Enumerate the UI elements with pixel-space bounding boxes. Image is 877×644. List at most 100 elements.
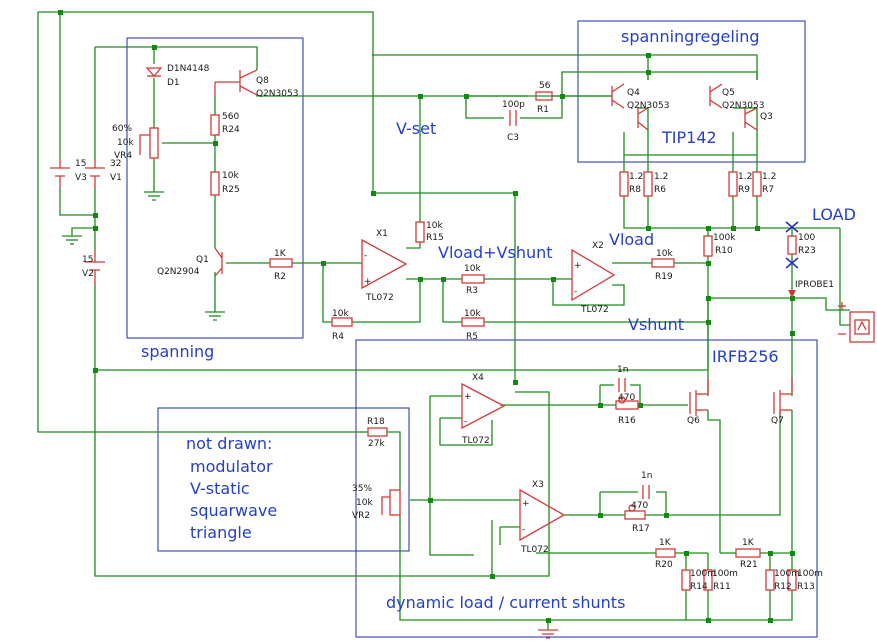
x2-pin-minus: - bbox=[574, 287, 577, 297]
transistor-q1 bbox=[214, 247, 223, 277]
ground-left bbox=[62, 235, 82, 245]
ground-q1 bbox=[205, 311, 225, 321]
label-r7-val: 1.2 bbox=[762, 172, 776, 182]
label-r18: R18 bbox=[367, 417, 385, 427]
label-r14: R14 bbox=[690, 582, 708, 592]
label-r19: R19 bbox=[655, 272, 673, 282]
resistor-r1 bbox=[535, 91, 553, 101]
label-r5: R5 bbox=[466, 332, 478, 342]
mosfet-q7 bbox=[773, 378, 793, 416]
label-r6: R6 bbox=[654, 185, 666, 195]
label-q8-part: Q2N3053 bbox=[256, 89, 298, 99]
x4-pin-minus: - bbox=[464, 417, 467, 427]
label-r1-val: 56 bbox=[539, 81, 551, 91]
box-dynamic-load bbox=[355, 339, 818, 638]
label-r19-val: 10k bbox=[656, 249, 673, 259]
capacitor-1n-top bbox=[618, 378, 626, 392]
ground-vr4 bbox=[144, 191, 164, 201]
label-r14-val: 100m bbox=[690, 569, 716, 579]
resistor-r2 bbox=[269, 258, 293, 268]
label-r15-val: 10k bbox=[426, 221, 443, 231]
resistor-r16 bbox=[615, 400, 639, 410]
label-x4-part: TL072 bbox=[461, 436, 490, 446]
label-q5-part: Q2N3053 bbox=[722, 101, 764, 111]
resistor-r4 bbox=[331, 317, 353, 327]
label-r15: R15 bbox=[426, 233, 444, 243]
transistor-q4b bbox=[637, 107, 649, 131]
label-r17-val: 470 bbox=[631, 501, 648, 511]
label-r17: R17 bbox=[632, 524, 650, 534]
label-v1-val: 32 bbox=[110, 159, 121, 169]
label-r13-val: 100m bbox=[797, 569, 823, 579]
label-r2: R2 bbox=[274, 272, 286, 282]
resistor-r9 bbox=[728, 171, 738, 197]
annotation-not-drawn-vstatic: V-static bbox=[190, 479, 250, 498]
annotation-spanningregeling: spanningregeling bbox=[621, 27, 760, 46]
label-r10: R10 bbox=[715, 246, 733, 256]
battery-v1 bbox=[85, 160, 105, 188]
diode-d1 bbox=[145, 67, 163, 77]
x1-pin-minus: - bbox=[364, 251, 367, 261]
label-r3-val: 10k bbox=[464, 264, 481, 274]
label-r21-val: 1K bbox=[742, 538, 755, 548]
box-spanning bbox=[126, 37, 304, 339]
label-r9: R9 bbox=[738, 185, 750, 195]
label-vr4-val: 10k bbox=[117, 138, 134, 148]
label-q5: Q5 bbox=[722, 88, 735, 98]
transistor-q5 bbox=[709, 83, 723, 109]
probe-markers bbox=[785, 221, 799, 269]
label-r12: R12 bbox=[774, 582, 792, 592]
x2-pin-plus: + bbox=[574, 261, 582, 271]
label-c-top-val: 1n bbox=[617, 365, 628, 375]
battery-v3 bbox=[50, 160, 70, 188]
x3-pin-minus: - bbox=[522, 525, 525, 535]
annotation-vload: Vload bbox=[609, 230, 654, 249]
label-r21: R21 bbox=[740, 560, 758, 570]
label-r25: R25 bbox=[222, 185, 240, 195]
transistor-q4 bbox=[611, 83, 625, 109]
label-r18-val: 27k bbox=[368, 439, 385, 449]
resistor-r23 bbox=[787, 235, 797, 255]
opamp-x4 bbox=[461, 382, 506, 430]
label-q3: Q3 bbox=[760, 112, 773, 122]
label-r25-val: 10k bbox=[222, 171, 239, 181]
label-d1: D1 bbox=[167, 78, 180, 88]
annotation-not-drawn-title: not drawn: bbox=[186, 434, 272, 453]
x3-pin-plus: + bbox=[522, 499, 530, 509]
label-vr4-pct: 60% bbox=[112, 124, 132, 134]
components bbox=[50, 67, 875, 639]
label-x2: X2 bbox=[592, 241, 604, 251]
label-x1: X1 bbox=[376, 229, 388, 239]
label-c-bot-val: 1n bbox=[641, 471, 652, 481]
resistor-r17 bbox=[624, 510, 646, 520]
transistor-q3 bbox=[744, 107, 758, 131]
annotation-vshunt: Vshunt bbox=[628, 315, 684, 334]
label-q1-part: Q2N2904 bbox=[157, 267, 200, 277]
label-r16: R16 bbox=[618, 416, 636, 426]
opamp-x2 bbox=[571, 248, 616, 302]
label-q4-part: Q2N3053 bbox=[627, 101, 669, 111]
resistor-r14 bbox=[681, 569, 691, 591]
annotation-vload-vshunt: Vload+Vshunt bbox=[438, 243, 553, 262]
resistor-r12 bbox=[765, 569, 775, 591]
label-q6: Q6 bbox=[687, 416, 700, 426]
annotation-spanning: spanning bbox=[141, 342, 214, 361]
resistor-r10 bbox=[703, 235, 713, 257]
label-r8-val: 1.2 bbox=[629, 172, 643, 182]
label-v2: V2 bbox=[82, 269, 94, 279]
annotation-not-drawn-squarwave: squarwave bbox=[190, 501, 277, 520]
resistor-r8 bbox=[619, 171, 629, 197]
pot-vr4 bbox=[139, 127, 159, 159]
box-not-drawn bbox=[157, 407, 410, 552]
label-r13: R13 bbox=[797, 582, 815, 592]
load-source-icon bbox=[838, 302, 875, 343]
label-r6-val: 1.2 bbox=[654, 172, 668, 182]
annotation-not-drawn-modulator: modulator bbox=[190, 457, 273, 476]
junctions bbox=[58, 10, 795, 623]
resistor-r25 bbox=[210, 171, 220, 196]
x4-pin-plus: + bbox=[464, 392, 472, 402]
label-r2-val: 1K bbox=[274, 249, 287, 259]
label-r12-val: 100m bbox=[774, 569, 800, 579]
